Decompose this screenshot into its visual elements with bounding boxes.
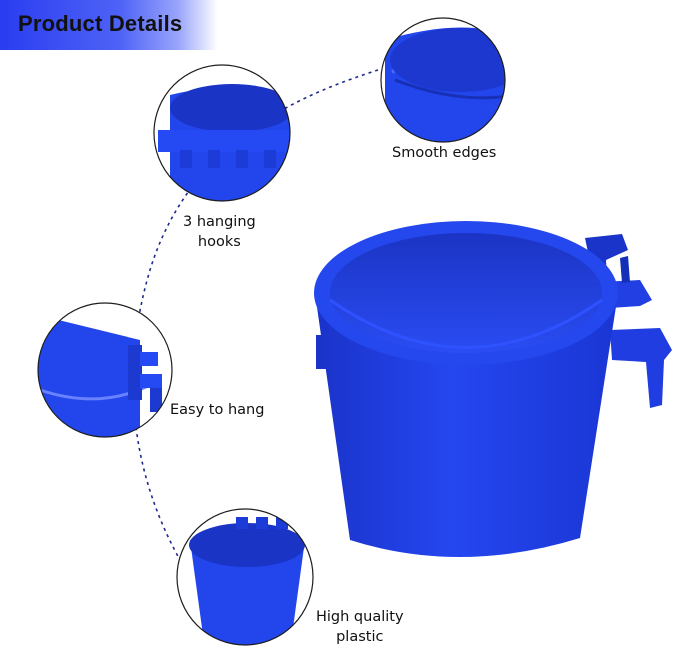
label-hanging-hooks: 3 hanging hooks: [183, 212, 256, 252]
label-smooth-edges: Smooth edges: [392, 143, 496, 163]
label-high-quality: High quality plastic: [316, 607, 404, 647]
cup-feeder-image: [314, 221, 672, 558]
label-line: Easy to hang: [170, 402, 265, 418]
dotted-connector: [132, 69, 379, 561]
label-line: High quality: [316, 609, 404, 625]
detail-rim-image: [380, 17, 506, 143]
label-line: plastic: [336, 629, 384, 645]
label-line: Smooth edges: [392, 145, 497, 161]
banner: Product Details: [0, 0, 218, 50]
banner-title: Product Details: [18, 11, 183, 36]
detail-side-image: [37, 302, 173, 438]
label-line: hooks: [197, 234, 241, 250]
detail-top-image: [176, 508, 314, 646]
label-easy-to-hang: Easy to hang: [170, 400, 264, 420]
label-line: 3 hanging: [183, 214, 256, 230]
detail-hooks-image: [153, 64, 291, 202]
